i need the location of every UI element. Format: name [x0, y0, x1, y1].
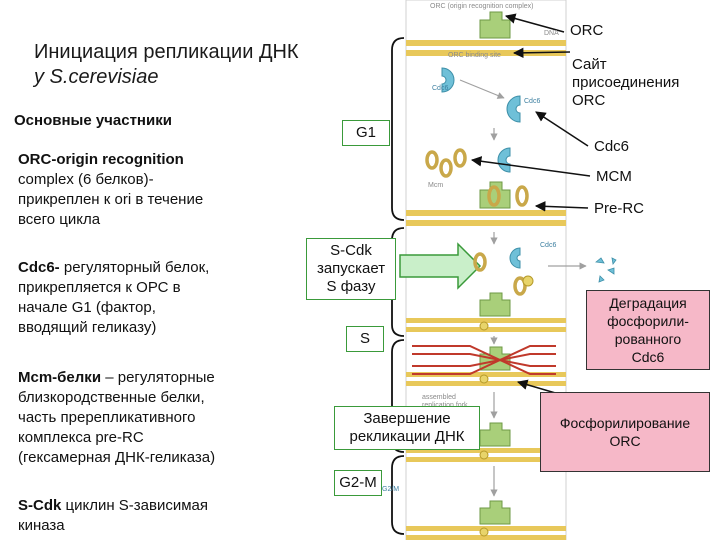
scdk-term: S-Cdk: [18, 497, 62, 514]
cdc6-description-text: регуляторный белок, прикрепляется к ОРС …: [18, 259, 210, 336]
figure-mcm-label: Mcm: [428, 182, 444, 189]
pre-rc-label: Pre-RC: [594, 200, 645, 217]
cdc6-description: Cdc6- регуляторный белок, прикрепляется …: [18, 258, 298, 338]
scdk-description-text: циклин S-зависимая киназа: [18, 497, 209, 534]
cdc6-mcm-shape: [497, 147, 511, 173]
orc-complex-s1: [479, 292, 511, 317]
green-arrow: [399, 242, 482, 290]
callout-orc-site: [512, 47, 571, 59]
figure-g2m-small-label: G2/M: [382, 486, 400, 493]
mcm-term: Mcm-белки: [18, 369, 102, 386]
phase-s-label: S: [359, 330, 370, 347]
phase-g1-box: G1: [342, 120, 390, 146]
phase-s-box: S: [346, 326, 384, 352]
orc-complex-top: [479, 11, 511, 39]
phosphorylation-box: Фосфорилирование ORC: [540, 392, 710, 472]
degradation-label: Деградация фосфорили- рованного Cdc6: [607, 295, 689, 365]
callout-cdc6: [535, 111, 589, 147]
arrow-cdc6-binding: [459, 79, 505, 99]
orc-description-text: complex (6 белков)- прикреплен к ori в т…: [18, 171, 204, 228]
orc-label: ORC: [570, 22, 604, 39]
orc-description: ORC-origin recognition complex (6 белков…: [18, 150, 298, 230]
phospho-markers: [479, 275, 534, 537]
section-heading: Основные участники: [14, 112, 172, 129]
cdc6-prerc-shape: [509, 247, 521, 269]
phase-g2m-label: G2-M: [339, 474, 377, 491]
s-cdk-label: S-Cdk запускает S фазу: [316, 242, 386, 295]
cdc6-free-shape: [441, 67, 455, 93]
callout-orc: [504, 13, 565, 33]
orc-complex-prerc: [479, 181, 511, 209]
mcm-description-text: – регуляторные близкородственные белки, …: [18, 369, 216, 466]
figure-fork-label: assembled replication fork: [422, 394, 468, 409]
callout-mcm: [470, 156, 591, 177]
orc-complex-g2m: [479, 422, 511, 447]
scdk-description: S-Cdk циклин S-зависимая киназа: [18, 496, 298, 536]
phase-g1-label: G1: [355, 124, 376, 141]
cycle-bracket-s: [391, 339, 405, 453]
slide-title-line-2: у S.cerevisiae: [34, 66, 159, 88]
degraded-cdc6: [595, 257, 617, 283]
slide-title: Инициация репликации ДНК у S.cerevisiae: [34, 40, 299, 90]
cycle-bracket-left: [391, 37, 405, 221]
callout-pre-rc: [534, 201, 589, 212]
phase-g2m-box: G2-M: [334, 470, 382, 496]
completion-box: Завершение рекликации ДНК: [334, 406, 480, 450]
cdc6-term: Cdc6-: [18, 259, 60, 276]
mcm-label: MCM: [596, 168, 632, 185]
phosphorylation-label: Фосфорилирование ORC: [559, 415, 691, 449]
figure-cdc6-bound-label: Cdc6: [524, 98, 541, 105]
mcm-description: Mcm-белки – регуляторные близкородственн…: [18, 368, 298, 468]
figure-dna-label: DNA: [544, 30, 559, 37]
replication-fork: [412, 345, 556, 375]
figure-cdc6-free-label: Cdc6: [432, 85, 449, 92]
cdc6-bound-shape: [506, 95, 521, 123]
slide-title-line-1: Инициация репликации ДНК: [34, 41, 299, 63]
orc-site-label: Сайт присоединения ORC: [572, 56, 680, 109]
orc-term: ORC-origin recognition: [18, 151, 184, 168]
s-cdk-box: S-Cdk запускает S фазу: [306, 238, 396, 300]
degradation-box: Деградация фосфорили- рованного Cdc6: [586, 290, 710, 370]
cdc6-label: Cdc6: [594, 138, 630, 155]
figure-top-caption: ORC (origin recognition complex): [430, 3, 534, 10]
figure-cdc6-right-label: Cdc6: [540, 242, 557, 249]
mcm-rings: [425, 148, 529, 296]
orc-complex-bottom: [479, 500, 511, 525]
completion-label: Завершение рекликации ДНК: [349, 410, 465, 445]
figure-orc-binding-label: ORC binding site: [448, 52, 501, 59]
cycle-bracket-g2m: [391, 455, 405, 535]
